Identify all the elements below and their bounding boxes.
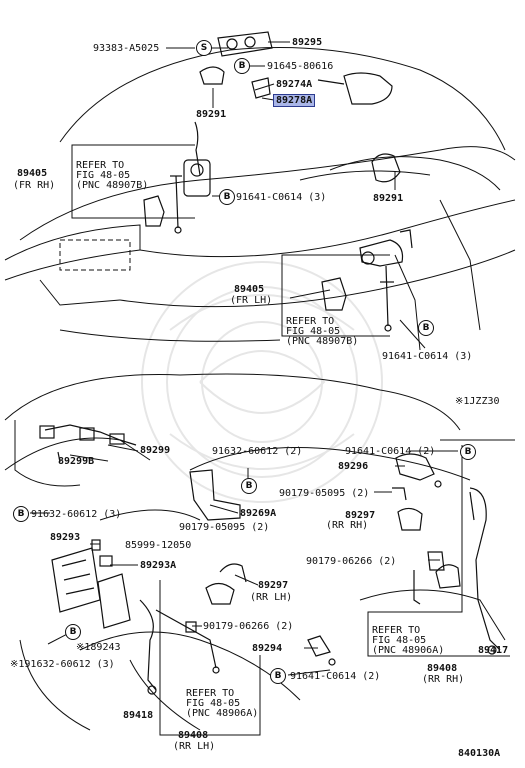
label-89418: 89418 (123, 710, 154, 721)
marker-b: B (418, 320, 434, 336)
label-89295: 89295 (292, 37, 323, 48)
rear-ecu-harness (39, 424, 137, 463)
marker-s: S (196, 40, 212, 56)
label-89405-fr-lh-sub: (FR LH) (230, 295, 273, 306)
label-89299B: 89299B (58, 456, 95, 467)
watermark-emblem (141, 261, 383, 503)
label-91641-C0614-2b: 91641-C0614 (2) (290, 671, 381, 682)
ref-note-1-line2: FIG 48-05 (76, 170, 131, 181)
label-89278A-highlighted[interactable]: 89278A (273, 94, 316, 107)
ref-note-3-line2: FIG 48-05 (372, 635, 427, 646)
rear-rh-linkage-89417 (469, 487, 501, 655)
label-89293A: 89293A (140, 560, 177, 571)
ref-note-2-line2: FIG 48-05 (286, 326, 341, 337)
fr-lh-sensor-assembly (321, 153, 413, 332)
height-control-sensor-top (199, 31, 393, 105)
label-91641-C0614-3a: 91641-C0614 (3) (236, 192, 327, 203)
ref-box-rr-lh (159, 580, 261, 736)
label-89405-fr-lh: 89405 (234, 284, 265, 295)
label-89299: 89299 (140, 445, 171, 456)
marker-b: B (234, 58, 250, 74)
label-89297-rr-rh: 89297 (345, 510, 376, 521)
label-93383-A5025: 93383-A5025 (93, 43, 160, 54)
label-89417: 89417 (478, 645, 509, 656)
label-90179-06266-2b: 90179-06266 (2) (203, 621, 294, 632)
bumper-outline (4, 224, 141, 281)
label-189243: ※189243 (76, 642, 121, 653)
label-89297-rr-lh: 89297 (258, 580, 289, 591)
label-90179-05095-2a: 90179-05095 (2) (279, 488, 370, 499)
rear-sensors (185, 453, 461, 633)
diagram-code: 840130A (458, 748, 501, 759)
label-90179-06266-2a: 90179-06266 (2) (306, 556, 397, 567)
label-91632-60612-3: 91632-60612 (3) (31, 509, 122, 520)
marker-b: B (65, 624, 81, 640)
car-body-rear-outline (4, 373, 461, 431)
ref-note-2-line1: REFER TO (286, 316, 335, 327)
ref-note-4-line1: REFER TO (186, 688, 235, 699)
marker-b: B (13, 506, 29, 522)
hood-outline (19, 146, 516, 241)
label-89274A: 89274A (276, 79, 313, 90)
ref-note-3-line3: (PNC 48906A) (372, 645, 445, 656)
label-90179-05095-2b: 90179-05095 (2) (179, 522, 270, 533)
label-89405-fr-rh: 89405 (17, 168, 48, 179)
ref-box-fr-lh (281, 254, 390, 337)
label-89297-rr-rh-sub: (RR RH) (326, 520, 369, 531)
label-1jzz30: ※1JZZ30 (455, 396, 500, 407)
label-89408-rr-rh: 89408 (427, 663, 458, 674)
label-89408-rr-rh-sub: (RR RH) (422, 674, 465, 685)
label-89291-b: 89291 (373, 193, 404, 204)
label-191632-60612-3: ※191632-60612 (3) (10, 659, 115, 670)
label-91632-60612-2: 91632-60612 (2) (212, 446, 303, 457)
ecu-89293 (51, 539, 131, 629)
marker-b: B (460, 444, 476, 460)
ref-note-4-line2: FIG 48-05 (186, 698, 241, 709)
label-89293: 89293 (50, 532, 81, 543)
label-89408-rr-lh: 89408 (178, 730, 209, 741)
ref-box-fr-rh (71, 144, 195, 219)
label-89408-rr-lh-sub: (RR LH) (173, 741, 216, 752)
label-89296: 89296 (338, 461, 369, 472)
ref-note-1-line3: (PNC 48907B) (76, 180, 149, 191)
label-89294: 89294 (252, 643, 283, 654)
ref-note-4-line3: (PNC 48906A) (186, 708, 259, 719)
label-91641-C0614-2a: 91641-C0614 (2) (345, 446, 436, 457)
ref-note-3-line1: REFER TO (372, 625, 421, 636)
marker-b: B (241, 478, 257, 494)
bracket-89269A (189, 469, 241, 521)
label-91641-C0614-3b: 91641-C0614 (3) (382, 351, 473, 362)
fr-rh-sensor-assembly (143, 121, 211, 234)
marker-b: B (219, 189, 235, 205)
label-89291-a: 89291 (196, 109, 227, 120)
car-body-front-outline (59, 47, 506, 151)
label-89297-rr-lh-sub: (RR LH) (250, 592, 293, 603)
label-89405-fr-rh-sub: (FR RH) (13, 180, 56, 191)
ref-note-2-line3: (PNC 48907B) (286, 336, 359, 347)
ref-note-1-line1: REFER TO (76, 160, 125, 171)
label-89269A: 89269A (240, 508, 277, 519)
label-85999-12050: 85999-12050 (125, 540, 192, 551)
label-91645-80616: 91645-80616 (267, 61, 334, 72)
ref-box-rr-rh (367, 445, 510, 657)
rear-lh-linkage-89418 (139, 599, 336, 695)
marker-b: B (270, 668, 286, 684)
